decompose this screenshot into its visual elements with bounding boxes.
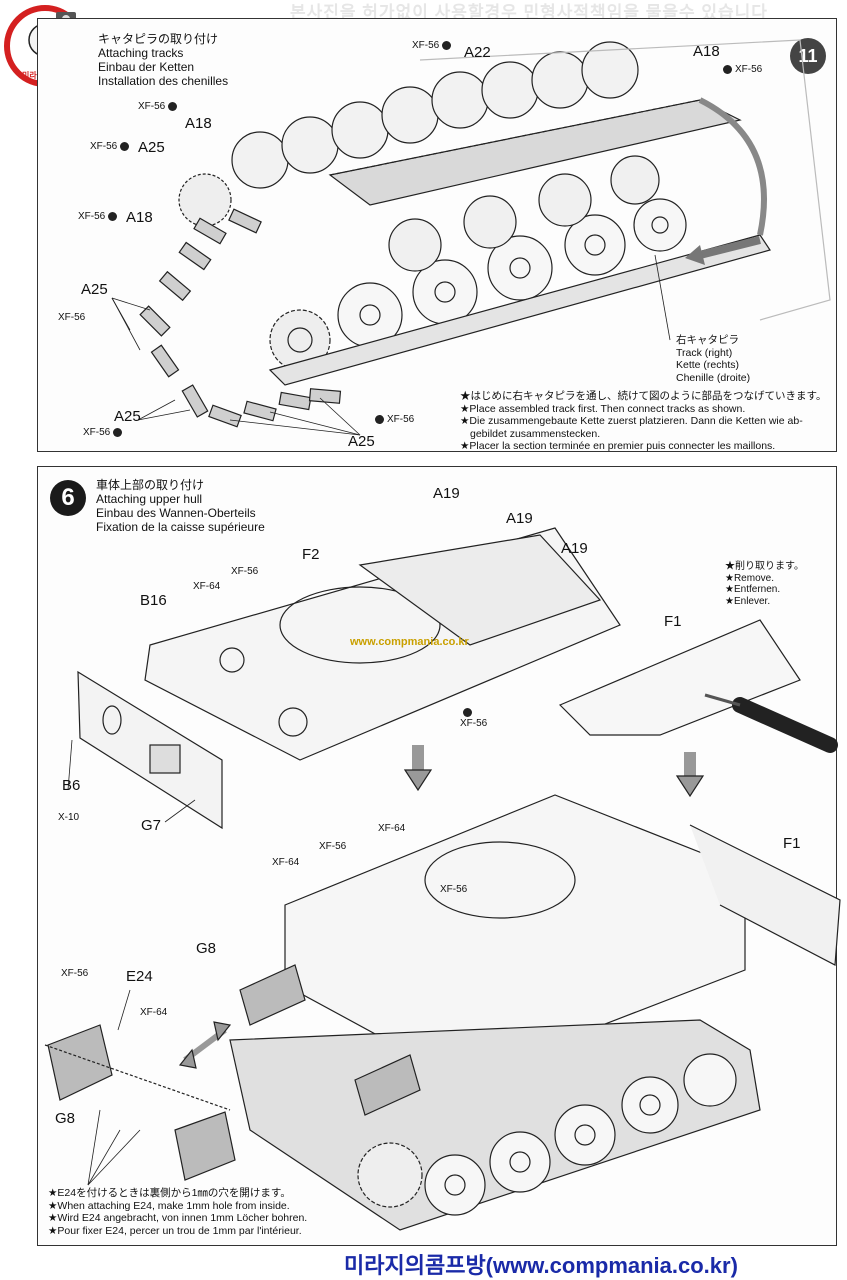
lower-road-wheels: [424, 1053, 737, 1216]
paint-label: X-10: [58, 812, 80, 823]
step6-title-de: Einbau des Wannen-Oberteils: [96, 506, 256, 520]
part-label: F2: [302, 546, 320, 563]
paint-label: XF-64: [193, 581, 221, 592]
part-label: B16: [140, 592, 167, 609]
paint-drop-icon: [108, 211, 118, 221]
part-label: A19: [506, 510, 533, 527]
part-label: G7: [141, 817, 162, 834]
paint-label: XF-56: [83, 427, 125, 438]
part-label: A19: [433, 485, 460, 502]
part-label: A19: [561, 540, 588, 557]
step5-notes: ★はじめに右キャタピラを通し、続けて図のように部品をつなげていきます。 ★Pla…: [460, 390, 826, 453]
paint-label: XF-64: [272, 857, 300, 868]
step6-note: ★E24を付けるときは裏側から1㎜の穴を開けます。: [48, 1187, 291, 1199]
track-right-de: Kette (rechts): [676, 359, 740, 371]
paint-label: XF-56: [78, 211, 120, 222]
road-wheels-front: [337, 155, 687, 348]
remove-note-fr: ★Enlever.: [725, 595, 771, 607]
paint-label: XF-64: [378, 823, 406, 834]
paint-drop-icon: [723, 64, 732, 74]
step6-note: ★Wird E24 angebracht, von innen 1mm Löch…: [48, 1212, 308, 1224]
step6-title-jp: 車体上部の取り付け: [96, 478, 205, 492]
paint-label: XF-56: [90, 141, 132, 152]
step5-title: キャタピラの取り付け Attaching tracks Einbau der K…: [98, 32, 228, 88]
paint-label: XF-56: [412, 40, 454, 51]
part-label: F1: [664, 613, 682, 630]
track-right-label: 右キャタピラ Track (right) Kette (rechts) Chen…: [676, 334, 750, 384]
remove-note-de: ★Entfernen.: [725, 584, 781, 595]
part-label: A18: [126, 209, 153, 226]
paint-label: XF-64: [140, 1007, 168, 1018]
step5-title-en: Attaching tracks: [98, 46, 184, 60]
part-label: F1: [783, 835, 801, 852]
part-label: A25: [114, 408, 141, 425]
part-label: G8: [55, 1110, 76, 1127]
track-right-fr: Chenille (droite): [676, 371, 751, 384]
watermark-url: www.compmania.co.kr: [350, 636, 469, 648]
paint-label: XF-56: [460, 707, 487, 729]
step5-note: ★はじめに右キャタピラを通し、続けて図のように部品をつなげていきます。: [460, 390, 827, 402]
part-label: A22: [464, 44, 491, 61]
paint-label: XF-56: [720, 64, 762, 75]
paint-label: XF-56: [319, 841, 347, 852]
step6-title-en: Attaching upper hull: [96, 492, 203, 506]
paint-label: XF-56: [231, 566, 259, 577]
step5-note: ★Placer la section terminée en premier p…: [460, 440, 776, 452]
step6-title: 車体上部の取り付け Attaching upper hull Einbau de…: [96, 478, 265, 534]
top-banner: 본사진을 허가없이 사용할경우 민형사적책임을 물을수 있습니다: [290, 3, 768, 22]
step5-title-de: Einbau der Ketten: [98, 60, 195, 74]
remove-note-en: ★Remove.: [725, 572, 774, 584]
part-label: E24: [126, 968, 153, 985]
arrow-icon: [685, 236, 761, 265]
paint-label: XF-56: [58, 312, 86, 323]
track-right-jp: 右キャタピラ: [676, 334, 739, 346]
paint-label: XF-56: [61, 968, 89, 979]
step5-note: gebildet zusammenstecken.: [470, 427, 601, 440]
paint-drop-icon: [113, 427, 123, 437]
paint-label: XF-56: [440, 884, 468, 895]
track-right-en: Track (right): [676, 346, 733, 359]
paint-drop-icon: [463, 707, 472, 717]
step5-note: ★Die zusammengebaute Kette zuerst platzi…: [460, 415, 803, 427]
step6-title-fr: Fixation de la caisse supérieure: [96, 520, 265, 534]
step5-title-jp: キャタピラの取り付け: [98, 32, 219, 46]
part-label: A25: [138, 139, 165, 156]
remove-note: ★削り取ります。 ★Remove. ★Entfernen. ★Enlever.: [725, 561, 804, 607]
paint-drop-icon: [442, 40, 452, 50]
paint-drop-icon: [375, 414, 384, 424]
part-label: A18: [693, 43, 720, 60]
step6-drawing: [44, 527, 841, 1231]
footer-credit: 미라지의콤프방(www.compmania.co.kr): [344, 1253, 738, 1278]
remove-note-jp: ★削り取ります。: [725, 561, 804, 572]
paint-label: XF-56: [372, 414, 414, 425]
part-label: A18: [185, 115, 212, 132]
step6-notes: ★E24を付けるときは裏側から1㎜の穴を開けます。 ★When attachin…: [48, 1187, 307, 1237]
step6-note: ★Pour fixer E24, percer un trou de 1mm p…: [48, 1224, 302, 1237]
step5-drawing: [111, 39, 831, 436]
paint-drop-icon: [168, 101, 178, 111]
step6-number: 6: [50, 480, 86, 516]
step6-note: ★When attaching E24, make 1mm hole from …: [48, 1199, 290, 1212]
part-label: A25: [81, 281, 108, 298]
road-wheels-back: [231, 41, 639, 189]
paint-drop-icon: [120, 141, 130, 151]
part-label: A25: [348, 433, 375, 450]
knife-icon: [704, 693, 838, 753]
part-label: B6: [62, 777, 81, 794]
paint-label: XF-56: [138, 101, 180, 112]
step5-icon: 11: [790, 38, 826, 74]
part-label: G8: [196, 940, 217, 957]
step5-title-fr: Installation des chenilles: [98, 74, 229, 88]
step5-note: ★Place assembled track first. Then conne…: [460, 402, 746, 415]
